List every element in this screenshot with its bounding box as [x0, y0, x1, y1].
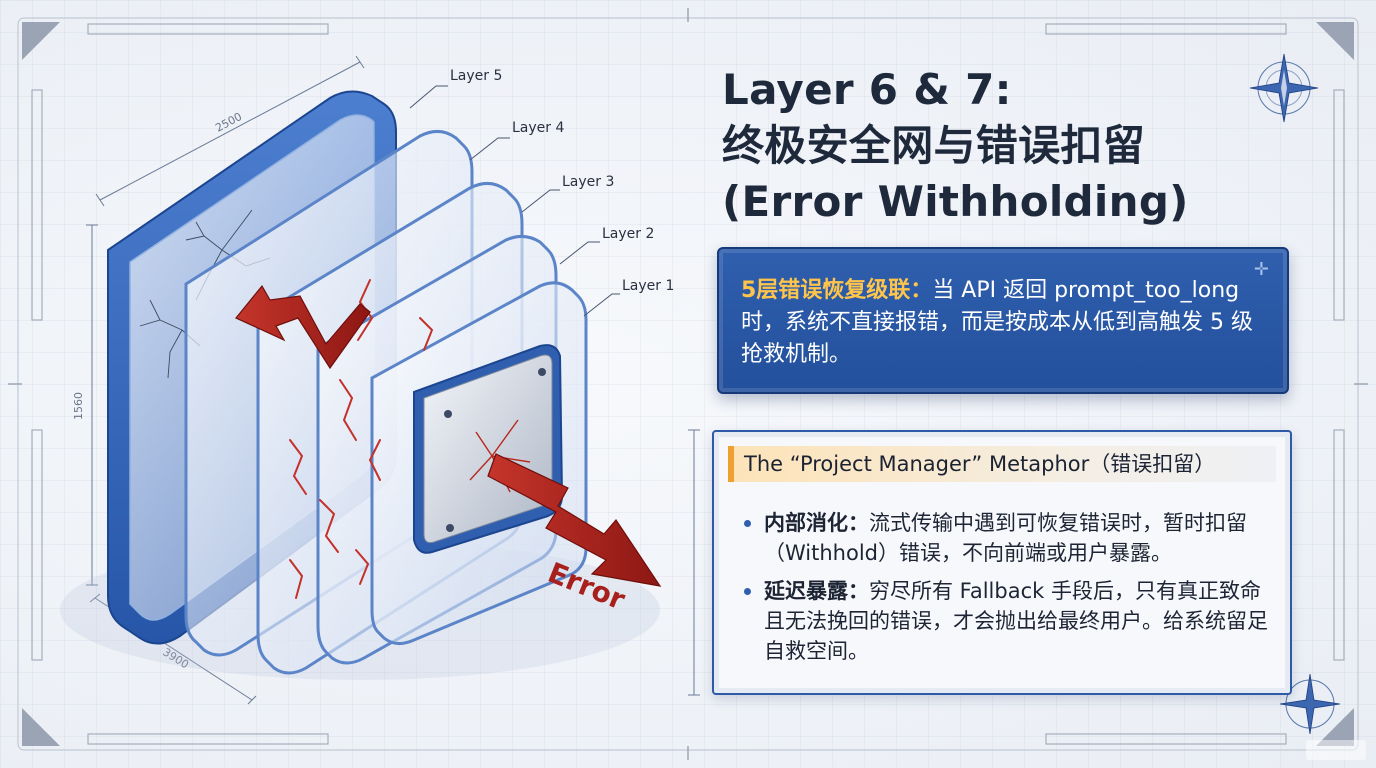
page-title: Layer 6 & 7: 终极安全网与错误扣留 (Error Withholdi… [722, 62, 1322, 230]
list-item-text: 穷尽所有 Fallback 手段后，只有真正致命且无法挽回的错误，才会抛出给最终… [764, 579, 1268, 663]
compass-icon [1279, 673, 1341, 735]
cascade-info-lead: 5层错误恢复级联： [741, 278, 933, 303]
list-item: 延迟暴露：穷尽所有 Fallback 手段后，只有真正致命且无法挽回的错误，才会… [742, 576, 1272, 666]
frame-decoration [8, 8, 1368, 760]
title-line-2: 终极安全网与错误扣留 [722, 121, 1146, 170]
layer-labels [409, 85, 620, 317]
core-plate [413, 344, 564, 554]
cascade-info-body: 当 API 返回 prompt_too_long 时，系统不直接报错，而是按成本… [741, 278, 1253, 367]
list-item: 内部消化：流式传输中遇到可恢复错误时，暂时扣留（Withhold）错误，不向前端… [742, 508, 1272, 568]
label-layer-2: Layer 2 [602, 226, 654, 242]
label-layer-3: Layer 3 [562, 174, 614, 190]
list-item-term: 内部消化： [764, 511, 869, 535]
dimension-side-label: 1560 [72, 392, 85, 420]
label-layer-1: Layer 1 [622, 278, 674, 294]
cascade-info-box: ✛ 5层错误恢复级联：当 API 返回 prompt_too_long 时，系统… [717, 247, 1289, 394]
label-layer-5: Layer 5 [450, 68, 502, 84]
list-item-term: 延迟暴露： [764, 579, 869, 603]
metaphor-heading: The “Project Manager” Metaphor（错误扣留） [728, 446, 1276, 482]
label-layer-4: Layer 4 [512, 120, 564, 136]
dimension-lines [86, 55, 700, 705]
metaphor-list: 内部消化：流式传输中遇到可恢复错误时，暂时扣留（Withhold）错误，不向前端… [742, 508, 1272, 674]
compass-icon [1249, 53, 1319, 123]
title-line-3: (Error Withholding) [722, 177, 1189, 226]
dimension-top-label: 2500 [213, 110, 244, 135]
crosshair-icon: ✛ [1253, 259, 1269, 280]
error-arrow-icon [235, 284, 662, 587]
title-line-1: Layer 6 & 7: [722, 65, 1012, 114]
metaphor-box: The “Project Manager” Metaphor（错误扣留） 内部消… [712, 430, 1292, 695]
watermark [1306, 740, 1366, 760]
cascade-info-text: 5层错误恢复级联：当 API 返回 prompt_too_long 时，系统不直… [741, 275, 1271, 371]
list-item-text: 流式传输中遇到可恢复错误时，暂时扣留（Withhold）错误，不向前端或用户暴露… [764, 511, 1247, 565]
